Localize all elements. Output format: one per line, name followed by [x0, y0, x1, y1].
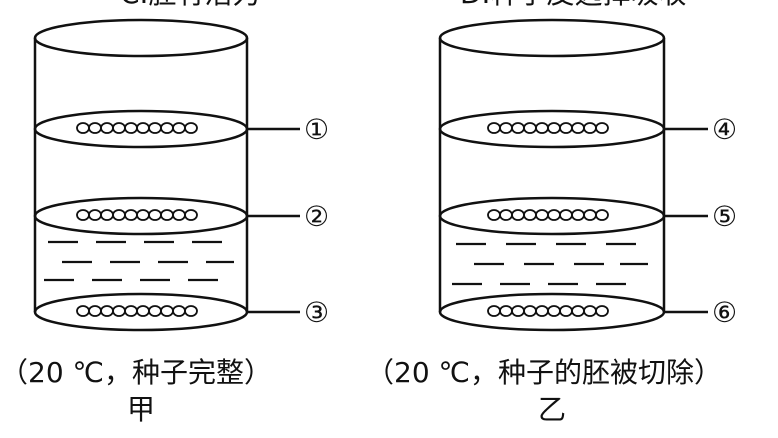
layer-label: ③ [304, 296, 329, 329]
gauze-layer-4 [438, 109, 666, 149]
layer-label: ① [304, 113, 329, 146]
gauze-layer-5 [438, 196, 666, 236]
top-clipped-text-right: D.种子皮选择吸收 [460, 0, 686, 10]
seed-row [76, 122, 198, 134]
seed-row [487, 122, 609, 134]
cylinder-yi [438, 18, 708, 332]
seed-row [487, 209, 609, 221]
seed-row [487, 305, 609, 317]
seed-row [76, 209, 198, 221]
gauze-layer-1 [33, 109, 249, 149]
layer-label: ⑤ [712, 200, 737, 233]
cylinder-jia-top-rim [33, 18, 249, 58]
gauze-layer-3 [33, 292, 249, 332]
layer-label: ⑥ [712, 296, 737, 329]
layer-label: ④ [712, 113, 737, 146]
gauze-layer-2 [33, 196, 249, 236]
water-yi [452, 242, 648, 286]
layer-label: ② [304, 200, 329, 233]
top-clipped-text-left: C.胚有活力 [120, 0, 260, 10]
cylinder-name-jia: 甲 [127, 393, 156, 426]
cylinder-yi-top-rim [438, 18, 666, 58]
cylinder-name-yi: 乙 [538, 393, 567, 426]
seed-row [76, 305, 198, 317]
water-jia [44, 240, 234, 282]
condition-caption-jia: （20 ℃，种子完整） [0, 356, 272, 389]
condition-caption-yi: （20 ℃，种子的胚被切除） [366, 356, 722, 389]
gauze-layer-6 [438, 292, 666, 332]
cylinder-jia [33, 18, 300, 332]
